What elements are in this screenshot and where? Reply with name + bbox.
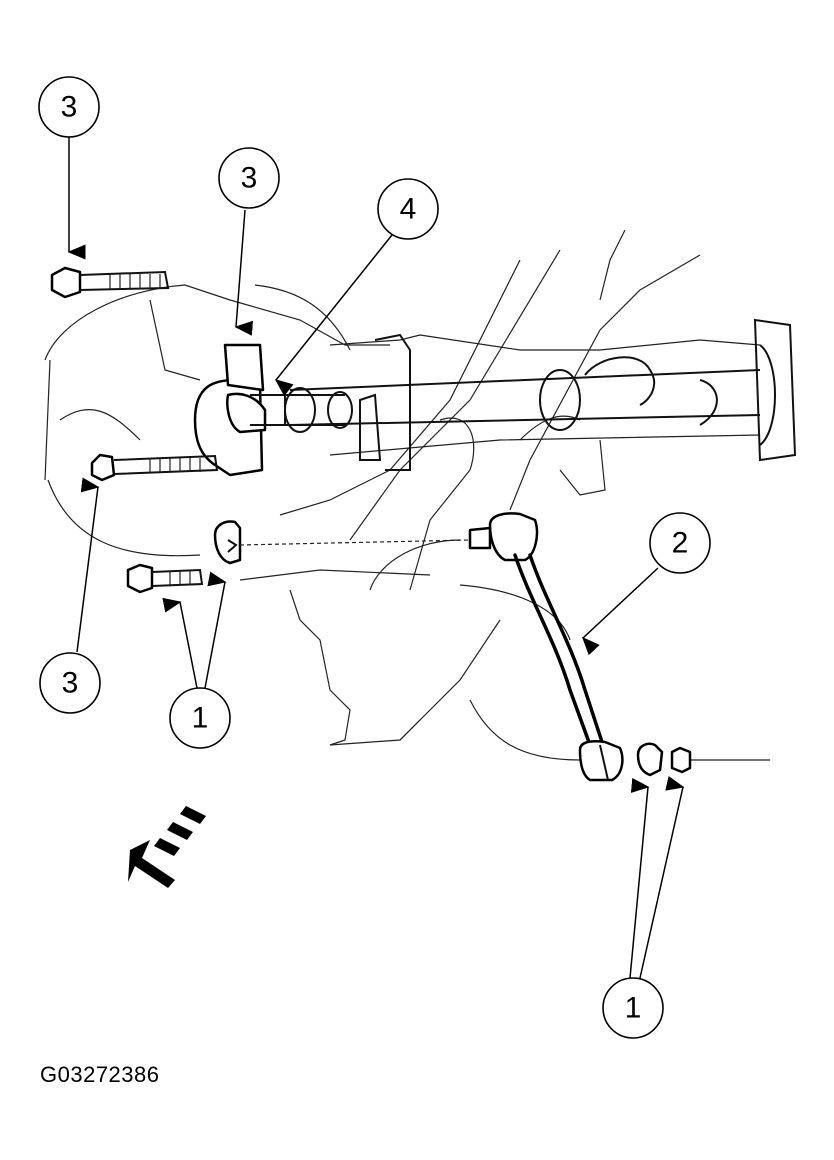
svg-text:1: 1 (192, 702, 209, 735)
link-nut-upper (213, 520, 471, 565)
crossmember-tube (289, 318, 797, 471)
link-bolt (126, 563, 204, 594)
svg-text:2: 2 (672, 527, 689, 560)
stabilizer-bar-bracket (193, 343, 286, 477)
svg-text:4: 4 (400, 193, 417, 226)
middle-bolt (90, 453, 219, 482)
callout-4: 4 (274, 178, 439, 397)
upper-bolt (50, 266, 170, 299)
subframe-outline (44, 229, 770, 761)
svg-text:3: 3 (62, 667, 79, 700)
callout-3-upper-center: 3 (218, 147, 280, 336)
callout-1-right: 1 (602, 776, 685, 1039)
front-direction-arrow-icon (128, 806, 206, 888)
svg-text:1: 1 (625, 992, 642, 1025)
stabilizer-bar-link (468, 512, 624, 782)
svg-text:3: 3 (241, 162, 258, 195)
callout-3-top-left: 3 (38, 76, 100, 260)
stabilizer-bar (284, 387, 353, 433)
svg-text:3: 3 (61, 91, 78, 124)
link-nut-lower (636, 742, 692, 777)
figure-code: G03272386 (40, 1062, 160, 1087)
callout-3-lower-left: 3 (39, 477, 101, 714)
callout-2: 2 (581, 512, 711, 656)
callout-1-left: 1 (162, 571, 231, 749)
